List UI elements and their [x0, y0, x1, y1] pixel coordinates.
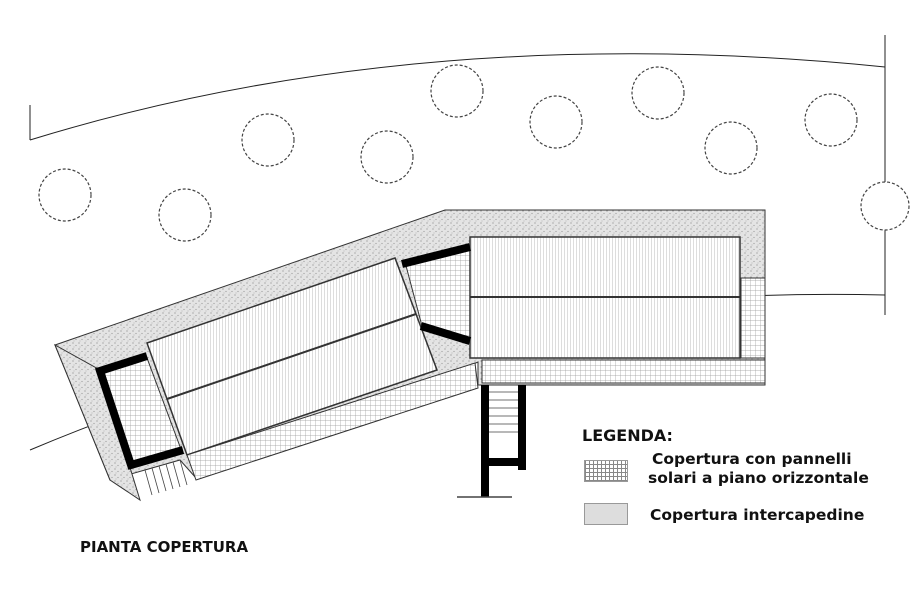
- walls: [94, 243, 526, 497]
- legend-item-line: solari a piano orizzontale: [648, 469, 869, 487]
- legend-title: LEGENDA:: [582, 426, 673, 445]
- trees: [38, 64, 910, 242]
- left-building-roof: [146, 257, 479, 481]
- right-building-roof: [469, 236, 766, 384]
- legend-item-intercapedine: Copertura intercapedine: [650, 506, 865, 524]
- drawing-title: PIANTA COPERTURA: [80, 538, 249, 556]
- legend-item-solar-panels: Copertura con pannelli solari a piano or…: [648, 450, 869, 488]
- legend-swatch-intercapedine: [584, 503, 628, 525]
- legend-swatch-solar-panels: [584, 460, 628, 482]
- legend-item-line: Copertura con pannelli: [652, 450, 852, 468]
- stairs: [144, 391, 518, 498]
